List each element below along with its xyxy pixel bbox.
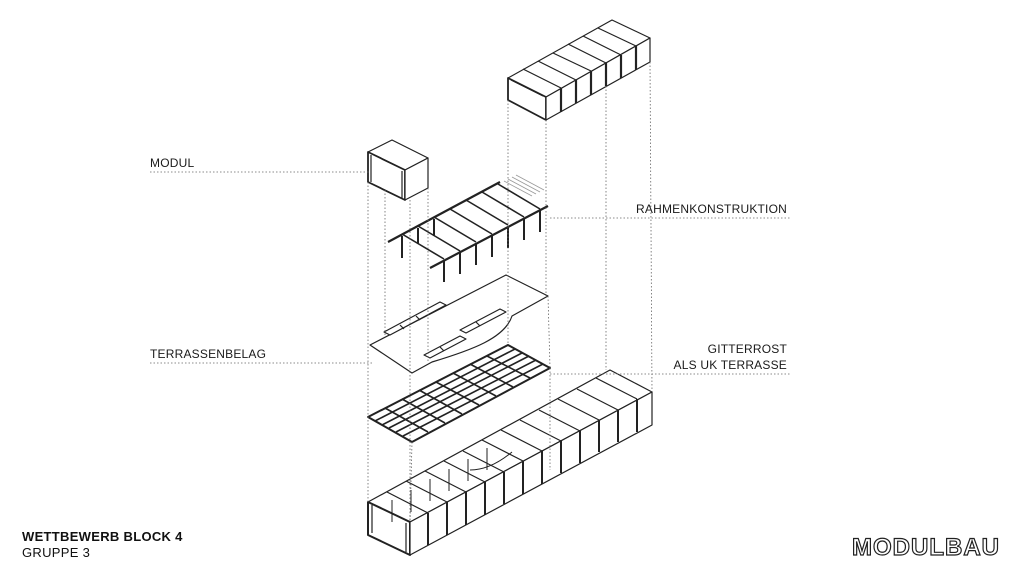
terrace-decking xyxy=(369,274,549,374)
label-terrassenbelag: TERRASSENBELAG xyxy=(150,347,266,361)
label-gitterrost: GITTERROST xyxy=(708,342,788,356)
label-als-uk-terrasse: ALS UK TERRASSE xyxy=(674,358,787,372)
label-rahmenkonstruktion: RAHMENKONSTRUKTION xyxy=(636,202,787,216)
grating xyxy=(367,344,551,443)
single-module xyxy=(367,139,429,201)
module-stack-bottom xyxy=(367,369,653,556)
frame-construction xyxy=(387,181,549,282)
projection-lines xyxy=(150,61,790,523)
frame-shading xyxy=(503,174,545,197)
group-subtitle: GRUPPE 3 xyxy=(22,545,91,560)
project-title: WETTBEWERB BLOCK 4 xyxy=(22,529,183,544)
label-modul: MODUL xyxy=(150,156,194,170)
modulbau-logo: MODULBAU xyxy=(851,533,1000,561)
module-stack-top xyxy=(507,19,651,121)
